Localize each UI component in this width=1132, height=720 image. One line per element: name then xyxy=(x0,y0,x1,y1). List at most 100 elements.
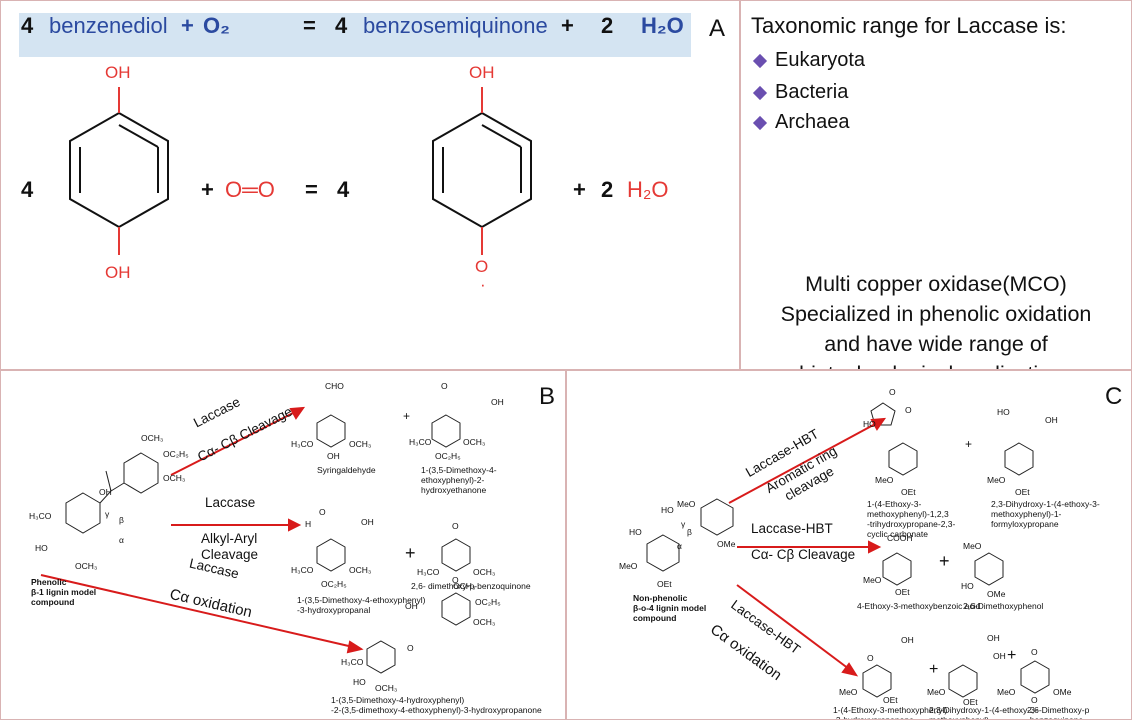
atom-oet: OEt xyxy=(895,587,910,597)
panel-letter-a: A xyxy=(709,15,726,42)
product-c-hydroxypropanone: 1-(4-Ethoxy-3-methoxyphenyl) -3-hydroxyp… xyxy=(833,705,948,720)
struct-plus-2: + xyxy=(573,177,586,202)
eq-oxygen: O₂ xyxy=(203,13,230,38)
panel-letter-c: C xyxy=(1105,383,1123,410)
diamond-bullet-icon xyxy=(752,85,768,100)
substrate-label-c: Non-phenolic β-o-4 lignin model compound xyxy=(633,593,707,623)
atom-meo: MeO xyxy=(875,475,894,485)
eq-coef-1: 4 xyxy=(21,13,34,38)
taxonomy-item: Archaea xyxy=(752,111,850,134)
diamond-bullet-icon xyxy=(752,115,768,130)
atom-cho: CHO xyxy=(325,381,344,391)
atom-ho: HO xyxy=(661,505,674,515)
oh-top-1: OH xyxy=(105,63,131,82)
atom-o: O xyxy=(452,521,459,531)
atom-h3co: H₃CO xyxy=(291,439,314,449)
atom-och3: OCH₃ xyxy=(141,433,164,443)
atom-och3: OCH₃ xyxy=(349,439,372,449)
atom-oet: OEt xyxy=(1015,487,1030,497)
eq-plus-2: + xyxy=(561,13,574,38)
structure-drawing-c xyxy=(646,402,1050,698)
atom-och3: OCH₃ xyxy=(473,617,496,627)
taxonomy-item: Eukaryota xyxy=(752,49,865,72)
atom-o: O xyxy=(1031,695,1038,705)
atom-oet: OEt xyxy=(901,487,916,497)
atom-oc2h5: OC₂H₅ xyxy=(163,449,189,459)
struct-plus-1: + xyxy=(201,177,214,202)
mco-description: Multi copper oxidase(MCO) Specialized in… xyxy=(780,272,1092,369)
atom-oh: OH xyxy=(987,633,1000,643)
plus-c3: + xyxy=(929,661,939,678)
plus-c1: + xyxy=(965,437,973,451)
product-propanone: 2,3-Dihydroxy-1-(4-ethoxy-3- methoxyphen… xyxy=(929,705,1038,720)
atom-oet: OEt xyxy=(963,697,978,707)
product-hydroxypropanone: 1-(3,5-Dimethoxy-4-hydroxyphenyl) -2-(3,… xyxy=(331,695,542,715)
taxonomy-title: Taxonomic range for Laccase is: xyxy=(751,13,1067,38)
atom-meo: MeO xyxy=(997,687,1016,697)
atom-ho: HO xyxy=(863,419,876,429)
atom-ome: OMe xyxy=(987,589,1006,599)
label-alpha: α xyxy=(677,541,682,551)
atom-oh: OH xyxy=(361,517,374,527)
atom-meo: MeO xyxy=(619,561,638,571)
oh-top-2: OH xyxy=(469,63,495,82)
atom-ome: OMe xyxy=(1053,687,1072,697)
eq-equals: = xyxy=(303,13,316,38)
atom-h3co: H₃CO xyxy=(341,657,364,667)
label-alpha: α xyxy=(119,535,124,545)
atom-h3co: H₃CO xyxy=(409,437,432,447)
struct-equals: = xyxy=(305,177,318,202)
atom-och3: OCH₃ xyxy=(473,567,496,577)
atom-oet: OEt xyxy=(883,695,898,705)
label-beta: β xyxy=(119,515,124,525)
arrow-b2-reaction: Alkyl-Aryl Cleavage xyxy=(201,531,259,562)
atom-oc2h5: OC₂H₅ xyxy=(435,451,461,461)
atom-ho: HO xyxy=(35,543,48,553)
panel-c-nonphenolic: C Laccase-HBT Aromatic ring cleavage Lac… xyxy=(566,370,1132,720)
label-gamma: γ xyxy=(105,509,110,519)
panel-letter-b: B xyxy=(539,383,556,410)
eq-coef-2: 4 xyxy=(335,13,348,38)
struct-oxygen: O═O xyxy=(225,177,275,202)
substrate-label-b: Phenolic β-1 lignin model compound xyxy=(31,577,97,607)
atom-och3: OCH₃ xyxy=(463,437,486,447)
structure-drawing-a xyxy=(69,87,532,255)
arrow-c2-reaction: Cα- Cβ Cleavage xyxy=(751,547,856,562)
plus-c2: + xyxy=(939,551,950,571)
atom-ho: HO xyxy=(961,581,974,591)
atom-meo: MeO xyxy=(963,541,982,551)
product-syringaldehyde: Syringaldehyde xyxy=(317,465,376,475)
atom-h: H xyxy=(305,519,312,529)
panel-a-reaction: A 4 benzenediol + O₂ = 4 benzosemiquinon… xyxy=(0,0,740,370)
atom-meo: MeO xyxy=(987,475,1006,485)
atom-oh: OH xyxy=(993,651,1006,661)
radical-dot: · xyxy=(480,275,486,294)
atom-oh: OH xyxy=(901,635,914,645)
atom-h3co: H₃CO xyxy=(291,565,314,575)
equation-highlight-bar xyxy=(19,13,691,57)
atom-o: O xyxy=(905,405,912,415)
eq-reactant-benzenediol: benzenediol xyxy=(49,13,168,38)
atom-h3co: H₃CO xyxy=(417,567,440,577)
product-dimethoxyphenol: 2,6-Dimethoxyphenol xyxy=(963,601,1044,611)
atom-o: O xyxy=(867,653,874,663)
atom-och3: OCH₃ xyxy=(375,683,398,693)
product-benzoquinone: 2,6- dimethoxy-p-benzoquinone xyxy=(411,581,531,591)
atom-o: O xyxy=(407,643,414,653)
struct-coef-2: 4 xyxy=(337,177,350,202)
atom-och3: OCH₃ xyxy=(75,561,98,571)
atom-ho: HO xyxy=(629,527,642,537)
atom-och3: OCH₃ xyxy=(453,581,476,591)
atom-meo: MeO xyxy=(863,575,882,585)
taxonomy-item: Bacteria xyxy=(752,81,848,104)
atom-oh: OH xyxy=(327,451,340,461)
eq-plus-1: + xyxy=(181,13,194,38)
atom-oh: OH xyxy=(491,397,504,407)
oh-bottom-1: OH xyxy=(105,263,131,282)
eq-water: H₂O xyxy=(641,13,684,38)
product-c-benzoquinone: 2,6-Dimethoxy-p -benzoquinone xyxy=(1027,705,1090,720)
atom-cooh: COOH xyxy=(887,533,913,543)
plus-b1: + xyxy=(403,409,411,423)
o-radical: O xyxy=(475,257,489,276)
atom-o: O xyxy=(1031,647,1038,657)
